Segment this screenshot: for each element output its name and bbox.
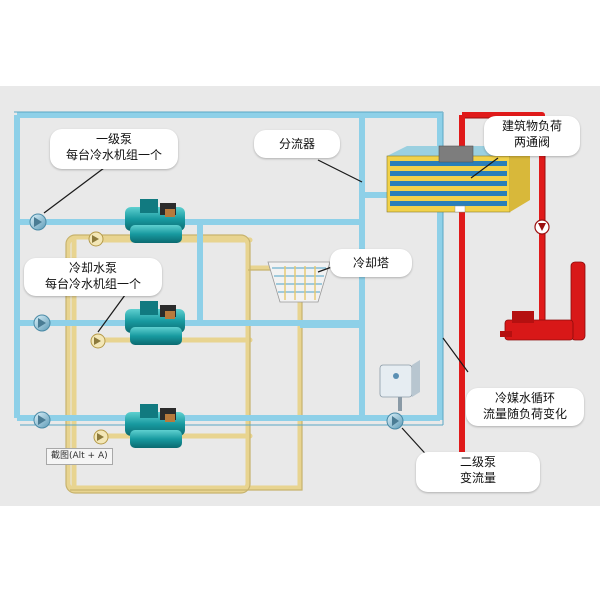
- callout-distributor: 分流器: [254, 130, 340, 158]
- chiller-2: [125, 301, 185, 345]
- primary-pump-2: [33, 314, 51, 332]
- callout-secondary-pump-line2: 变流量: [459, 471, 496, 485]
- cooling-tower: [267, 261, 331, 303]
- screenshot-tooltip: 截图(Alt + A): [46, 448, 113, 465]
- cooling-pump-3: [93, 429, 109, 445]
- drive-cabinet: [379, 360, 420, 411]
- chiller-3: [125, 404, 185, 448]
- callout-cooling-pump-line2: 每台冷水机组一个: [44, 277, 141, 291]
- callout-secondary-pump-line1: 二级泵: [459, 455, 496, 469]
- hot-water-unit: [500, 261, 586, 341]
- callout-building-load: 建筑物负荷 两通阀: [484, 116, 580, 156]
- callout-building-load-line2: 两通阀: [513, 135, 550, 149]
- callout-cooling-pump-line1: 冷却水泵: [68, 261, 117, 275]
- callout-distributor-text: 分流器: [278, 137, 315, 151]
- callout-cooling-tower: 冷却塔: [330, 249, 412, 277]
- callout-primary-pump: 一级泵 每台冷水机组一个: [50, 129, 178, 169]
- cooling-pump-2: [90, 333, 106, 349]
- building-valve-pump: [534, 219, 550, 235]
- primary-pump-1: [29, 213, 47, 231]
- primary-pump-3: [33, 411, 51, 429]
- callout-primary-pump-line2: 每台冷水机组一个: [65, 148, 162, 162]
- callout-building-load-line1: 建筑物负荷: [501, 119, 562, 133]
- callout-secondary-pump: 二级泵 变流量: [416, 452, 540, 492]
- callout-chilled-water-line1: 冷媒水循环: [494, 391, 555, 405]
- secondary-pump: [386, 412, 404, 430]
- callout-chilled-water: 冷媒水循环 流量随负荷变化: [466, 388, 584, 426]
- cooling-pump-1: [88, 231, 104, 247]
- callout-cooling-pump: 冷却水泵 每台冷水机组一个: [24, 258, 162, 296]
- callout-primary-pump-line1: 一级泵: [95, 132, 132, 146]
- chiller-1: [125, 199, 185, 243]
- callout-chilled-water-line2: 流量随负荷变化: [482, 407, 567, 421]
- callout-cooling-tower-text: 冷却塔: [352, 256, 389, 270]
